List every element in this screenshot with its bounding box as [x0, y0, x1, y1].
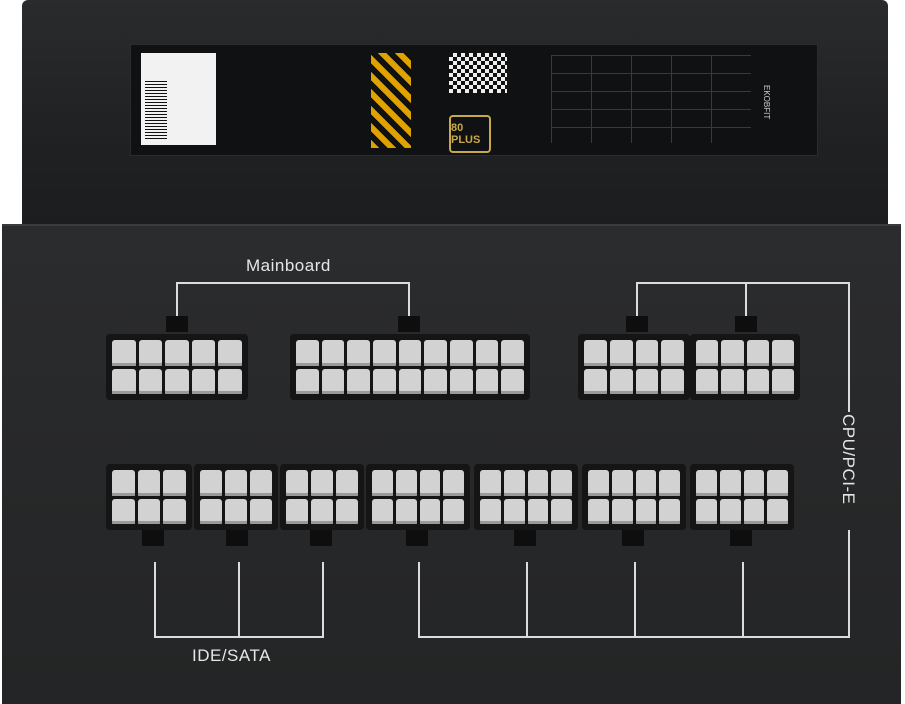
cpu-bracket-left: [636, 282, 638, 316]
sata-connector-1[interactable]: [106, 464, 192, 530]
spec-table: [551, 55, 751, 143]
sticker-white-area: [141, 53, 216, 145]
sata-connector-2[interactable]: [194, 464, 278, 530]
pcie-connector-2[interactable]: [474, 464, 578, 530]
barcode-icon: [145, 81, 167, 139]
cpu-connector-2[interactable]: [690, 334, 800, 400]
connector-latch: [142, 530, 164, 546]
cpu-bracket-mid: [745, 282, 747, 316]
brand-text: EKOBFIT: [762, 85, 771, 120]
cpu-pcie-label: CPU/PCI-E: [839, 414, 858, 505]
cpu-bracket-top: [636, 282, 850, 284]
connector-latch: [226, 530, 248, 546]
qr-code-icon: [449, 53, 507, 93]
mainboard-connector-10pin[interactable]: [106, 334, 248, 400]
connector-latch: [398, 316, 420, 332]
connector-latch: [514, 530, 536, 546]
pcie-connector-1[interactable]: [366, 464, 470, 530]
connector-latch: [626, 316, 648, 332]
warning-stripe-icon: [371, 53, 411, 148]
connector-latch: [622, 530, 644, 546]
pcie-bracket-3: [634, 562, 636, 638]
connector-latch: [735, 316, 757, 332]
spec-sticker: 80 PLUS EKOBFIT: [130, 44, 818, 156]
badge-text: 80 PLUS: [451, 122, 481, 146]
psu-top-panel: 80 PLUS EKOBFIT: [22, 0, 888, 226]
pcie-bracket-1: [418, 562, 420, 638]
ide-sata-label: IDE/SATA: [192, 646, 271, 665]
mainboard-bracket-right: [408, 282, 410, 316]
pcie-bracket-4: [742, 562, 744, 638]
cpu-connector-1[interactable]: [578, 334, 690, 400]
cpu-bracket-right-lower: [848, 530, 850, 638]
mainboard-label: Mainboard: [246, 256, 331, 275]
sata-bracket-bottom: [154, 636, 324, 638]
connector-latch: [406, 530, 428, 546]
mainboard-bracket-top: [176, 282, 410, 284]
pcie-connector-4[interactable]: [690, 464, 794, 530]
sata-connector-3[interactable]: [280, 464, 364, 530]
sata-bracket-mid: [238, 562, 240, 638]
pcie-bracket-2: [526, 562, 528, 638]
sata-bracket-left: [154, 562, 156, 638]
80-plus-badge: 80 PLUS: [449, 115, 491, 153]
mainboard-connector-18pin[interactable]: [290, 334, 530, 400]
mainboard-bracket-left: [176, 282, 178, 316]
sata-bracket-right: [322, 562, 324, 638]
connector-latch: [730, 530, 752, 546]
connector-latch: [310, 530, 332, 546]
pcie-connector-3[interactable]: [582, 464, 686, 530]
connector-latch: [166, 316, 188, 332]
pcie-bracket-bottom: [418, 636, 850, 638]
cpu-bracket-right-upper: [848, 282, 850, 412]
